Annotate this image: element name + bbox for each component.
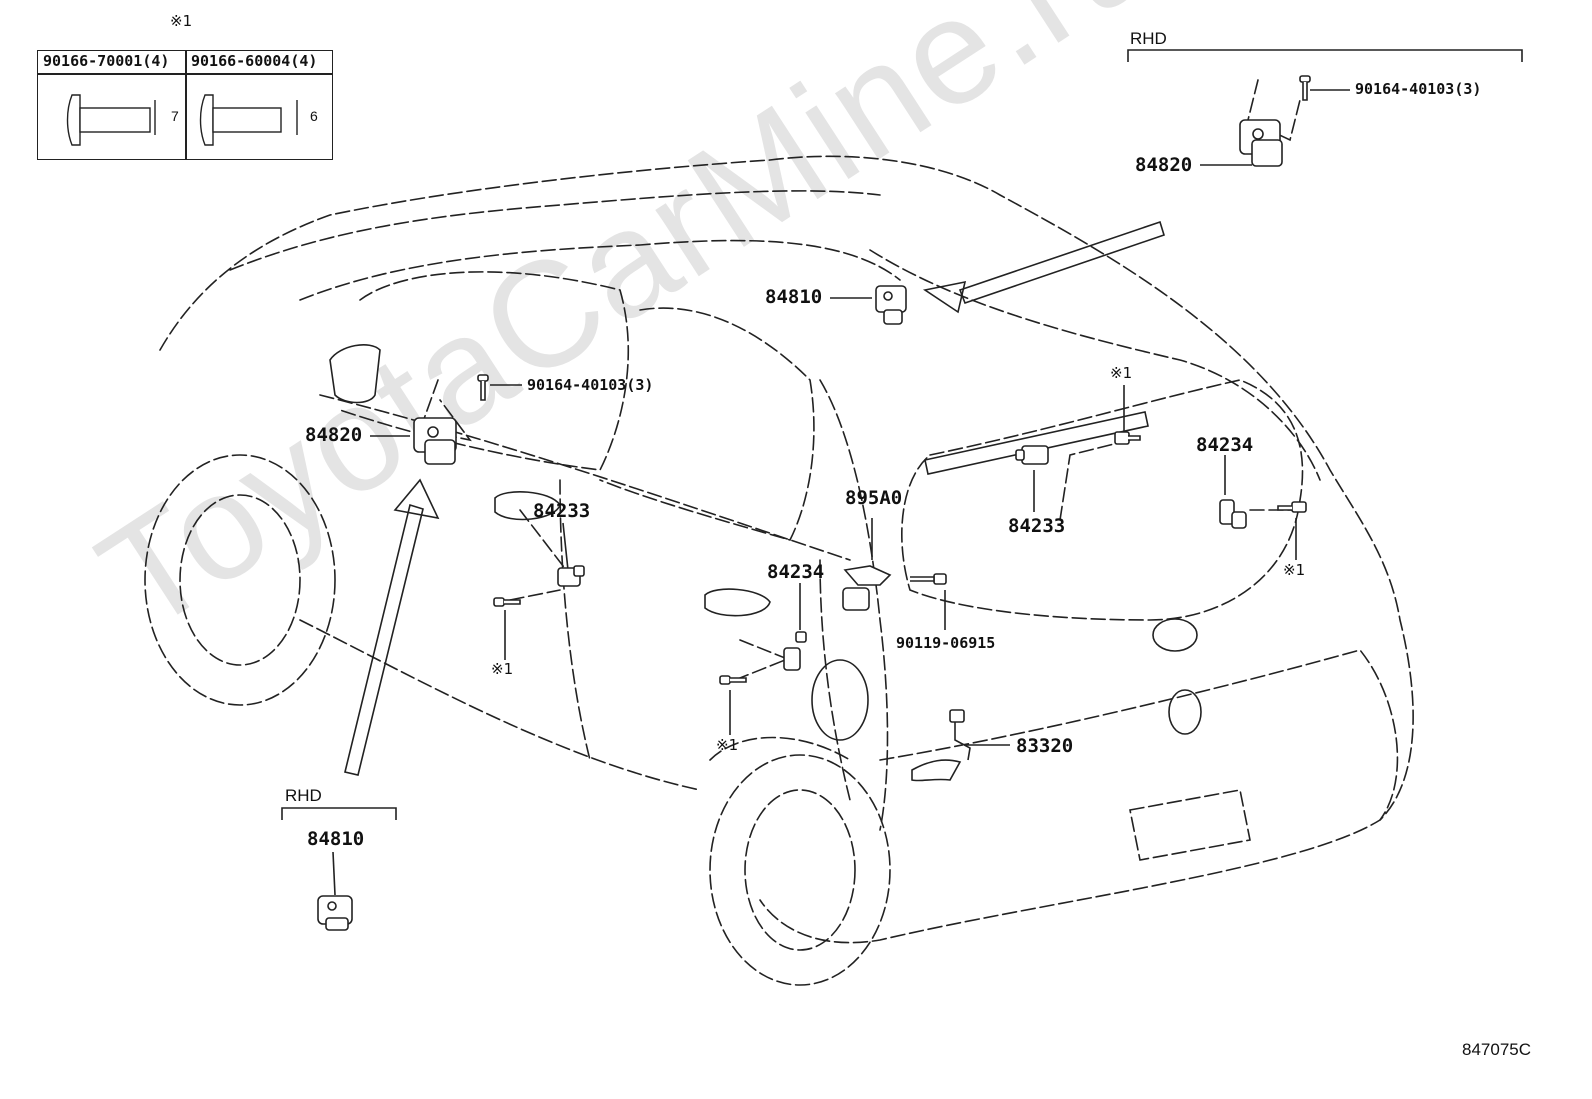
screw-right: [1277, 501, 1307, 513]
leader-84233-door-line: [562, 522, 569, 571]
rear-wheel-inner: [744, 789, 856, 951]
clip-legend-table: [37, 50, 333, 160]
arrow-left-shaft: [344, 503, 424, 776]
car-rear-side: [819, 379, 889, 831]
part-84820-rhd: [1239, 119, 1283, 167]
legend-dim-2: 6: [310, 108, 318, 124]
diagram-code: 847075C: [1462, 1040, 1532, 1059]
part-84234-door-label: 84234: [767, 561, 825, 583]
rear-door-window: [599, 307, 815, 541]
clip-mark-hatch: ※1: [1110, 364, 1133, 382]
screw-90164-label: 90164-40103(3): [527, 376, 654, 394]
rhd-part-84820-label: 84820: [1135, 154, 1193, 176]
rear-bumper: [879, 649, 1399, 821]
rear-glass: [901, 379, 1304, 621]
part-84233-hatch: [1015, 445, 1049, 465]
clip-mark-right: ※1: [1283, 561, 1306, 579]
clip-7-drawing: [66, 94, 156, 146]
clip-mark-front-door: ※1: [491, 660, 514, 678]
part-895A0-label: 895A0: [845, 487, 903, 509]
screw-door-front: [493, 597, 521, 607]
part-84820-label: 84820: [305, 424, 363, 446]
leader-screw-hatch: [1059, 439, 1131, 521]
side-mirror: [329, 344, 381, 404]
clip-mark-rear-door: ※1: [716, 736, 739, 754]
rhd-part-84810-label: 84810: [307, 828, 365, 850]
part-84233-door: [557, 565, 585, 587]
rear-door-handle: [704, 588, 771, 617]
rear-emblem: [1168, 689, 1202, 735]
arrow-right-shaft: [958, 220, 1165, 305]
legend-part-1: 90166-70001(4): [43, 52, 170, 70]
rhd-top-bracket: [1127, 49, 1523, 62]
legend-divider: [185, 51, 187, 159]
screw-90119: [910, 573, 947, 585]
license-plate: [1129, 789, 1251, 861]
car-roof-line-2: [299, 239, 901, 301]
arrow-left-head: [393, 478, 440, 520]
rhd-top-label: RHD: [1130, 29, 1167, 48]
part-84234-right: [1219, 499, 1247, 529]
part-83320: [911, 709, 971, 782]
rear-wheel-outer: [709, 754, 891, 986]
leader-rhd84810-line: [332, 851, 336, 896]
rear-light-cluster: [1152, 618, 1198, 652]
front-wheel-outer: [144, 454, 336, 706]
car-body-outline: [159, 155, 1414, 944]
part-83320-label: 83320: [1016, 735, 1074, 757]
screw-90119-label: 90119-06915: [896, 634, 996, 652]
screw-90164-left: [477, 374, 489, 401]
fuel-lid: [811, 659, 869, 741]
front-door-handle: [494, 491, 561, 521]
legend-dim-1: 7: [171, 108, 179, 124]
part-84810-top: [875, 285, 907, 325]
legend-part-2: 90166-60004(4): [191, 52, 318, 70]
leader-84234-door: [739, 639, 791, 661]
part-84820-left: [413, 417, 457, 465]
front-door-shut: [559, 479, 591, 761]
screw-rhd: [1299, 75, 1311, 101]
part-84234-right-label: 84234: [1196, 434, 1254, 456]
part-84233-door-label: 84233: [533, 500, 591, 522]
leader-screw-rear: [734, 659, 786, 681]
part-84810-rhd: [317, 895, 353, 931]
rear-door-shut: [819, 559, 851, 801]
screw-hatch: [1114, 431, 1141, 445]
car-roof-line: [229, 190, 881, 271]
leader-screw-door: [509, 589, 561, 601]
leader-84233-door: [519, 509, 571, 576]
front-wheel-inner: [179, 494, 301, 666]
part-895A0: [842, 565, 892, 611]
legend-mark: ※1: [170, 12, 193, 30]
arrow-right-head: [922, 280, 967, 314]
rear-hatch-outline: [869, 249, 1321, 481]
car-side-belt: [319, 394, 851, 561]
part-84810-label: 84810: [765, 286, 823, 308]
hatch-garnish: [924, 411, 1149, 475]
part-84233-hatch-label: 84233: [1008, 515, 1066, 537]
part-84234-door: [783, 631, 807, 671]
clip-6-drawing: [199, 94, 298, 146]
front-door-window: [339, 271, 630, 471]
rhd-screw-label: 90164-40103(3): [1355, 80, 1482, 98]
rhd-bottom-label: RHD: [285, 786, 322, 805]
car-rocker: [299, 619, 701, 791]
screw-door-rear: [719, 675, 747, 685]
rear-wheel-arch: [709, 736, 851, 761]
rhd-bottom-bracket: [281, 807, 397, 820]
